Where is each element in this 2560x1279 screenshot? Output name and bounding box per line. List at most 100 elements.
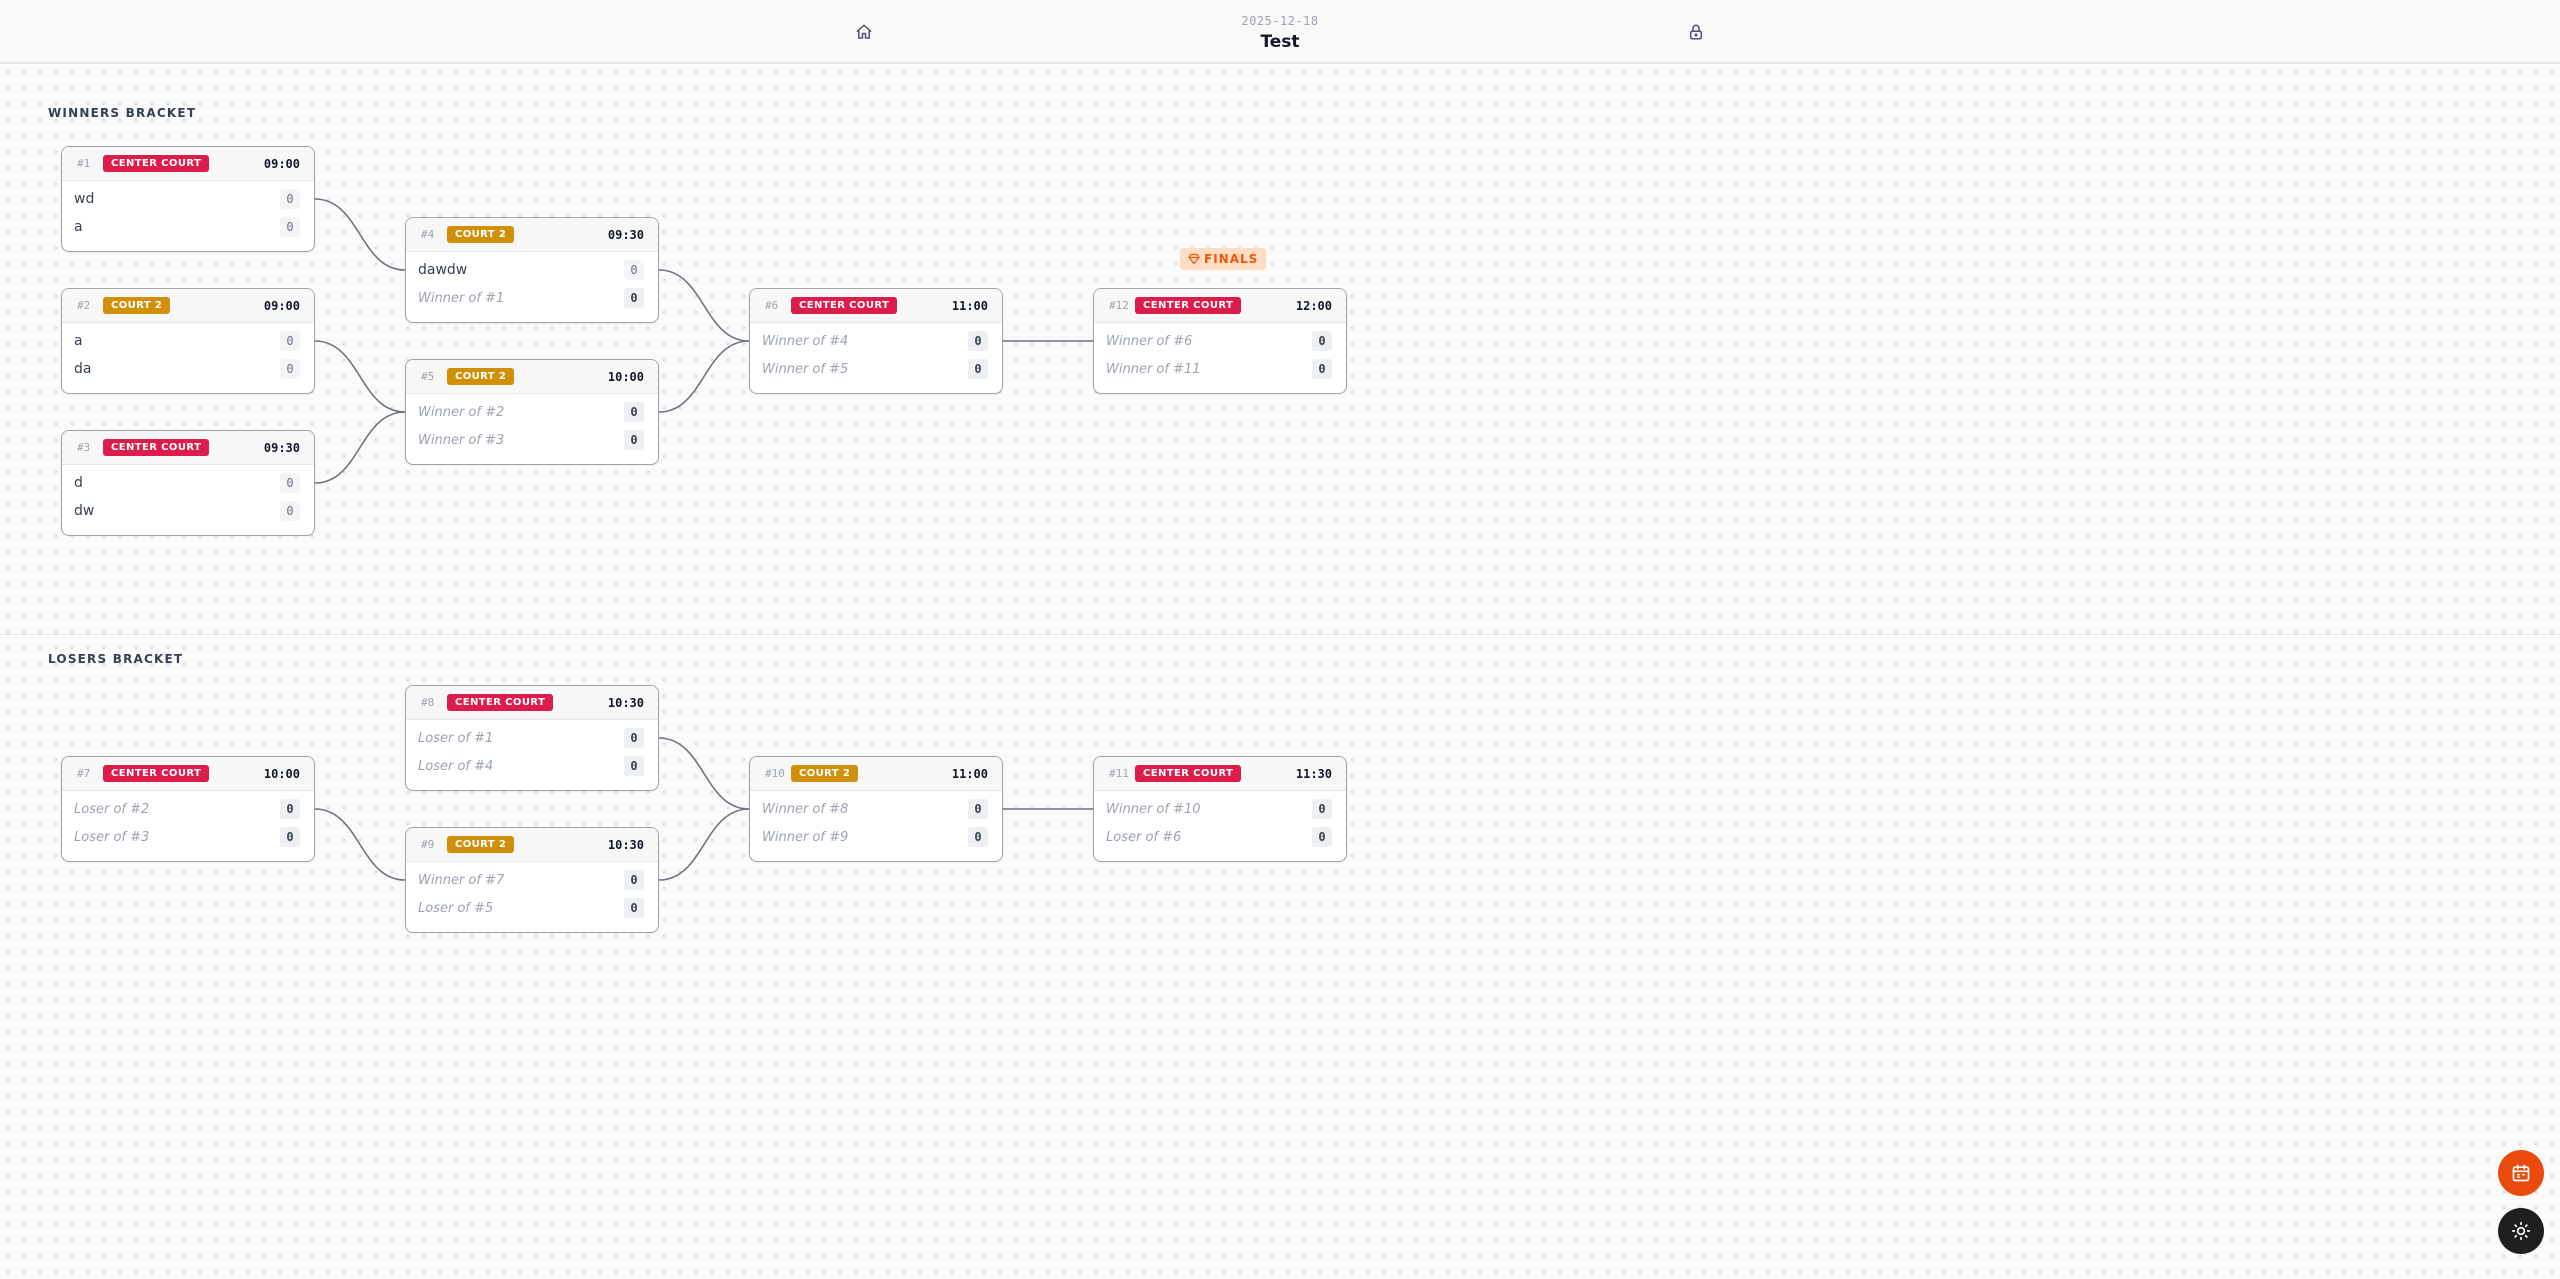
player-row[interactable]: Loser of #5 0 xyxy=(406,894,658,922)
player-row[interactable]: Loser of #4 0 xyxy=(406,752,658,780)
home-button[interactable] xyxy=(852,20,876,44)
player-placeholder: Loser of #4 xyxy=(418,758,494,774)
score-box[interactable]: 0 xyxy=(968,359,988,379)
score-box[interactable]: 0 xyxy=(1312,359,1332,379)
match-card-6[interactable]: #6 CENTER COURT 11:00 Winner of #4 0 Win… xyxy=(749,288,1003,394)
player-name: wd xyxy=(74,191,95,207)
calendar-icon xyxy=(2512,1164,2530,1182)
match-time: 10:00 xyxy=(607,369,644,384)
match-number: #8 xyxy=(421,696,435,709)
score-box[interactable]: 0 xyxy=(1312,799,1332,819)
score-box[interactable]: 0 xyxy=(280,189,300,209)
connector-m1-m4 xyxy=(314,198,406,271)
player-row[interactable]: Loser of #2 0 xyxy=(62,795,314,823)
match-card-8[interactable]: #8 CENTER COURT 10:30 Loser of #1 0 Lose… xyxy=(405,685,659,791)
match-header: #12 CENTER COURT 12:00 xyxy=(1094,289,1346,323)
player-row[interactable]: a 0 xyxy=(62,327,314,355)
score-box[interactable]: 0 xyxy=(624,898,644,918)
player-row[interactable]: Winner of #8 0 xyxy=(750,795,1002,823)
match-card-2[interactable]: #2 COURT 2 09:00 a 0 da 0 xyxy=(61,288,315,394)
player-row[interactable]: Winner of #4 0 xyxy=(750,327,1002,355)
match-number: #4 xyxy=(421,228,435,241)
score-box[interactable]: 0 xyxy=(624,430,644,450)
player-row[interactable]: Winner of #2 0 xyxy=(406,398,658,426)
score-box[interactable]: 0 xyxy=(280,473,300,493)
player-name: da xyxy=(74,361,92,377)
score-box[interactable]: 0 xyxy=(280,799,300,819)
player-row[interactable]: a 0 xyxy=(62,213,314,241)
match-number: #9 xyxy=(421,838,435,851)
schedule-button[interactable] xyxy=(2498,1150,2544,1196)
player-row[interactable]: Winner of #7 0 xyxy=(406,866,658,894)
score-box[interactable]: 0 xyxy=(1312,827,1332,847)
player-placeholder: Winner of #3 xyxy=(418,432,505,448)
court-badge: COURT 2 xyxy=(447,226,515,243)
score-box[interactable]: 0 xyxy=(968,799,988,819)
score-box[interactable]: 0 xyxy=(280,217,300,237)
player-row[interactable]: dawdw 0 xyxy=(406,256,658,284)
match-number: #7 xyxy=(77,767,91,780)
player-row[interactable]: Winner of #11 0 xyxy=(1094,355,1346,383)
theme-toggle-button[interactable] xyxy=(2498,1208,2544,1254)
score-box[interactable]: 0 xyxy=(624,260,644,280)
score-box[interactable]: 0 xyxy=(624,728,644,748)
player-row[interactable]: Winner of #5 0 xyxy=(750,355,1002,383)
player-row[interactable]: dw 0 xyxy=(62,497,314,525)
player-row[interactable]: Winner of #6 0 xyxy=(1094,327,1346,355)
score-box[interactable]: 0 xyxy=(624,756,644,776)
score-box[interactable]: 0 xyxy=(280,827,300,847)
player-row[interactable]: Loser of #3 0 xyxy=(62,823,314,851)
match-card-4[interactable]: #4 COURT 2 09:30 dawdw 0 Winner of #1 0 xyxy=(405,217,659,323)
court-badge: COURT 2 xyxy=(447,368,515,385)
match-card-12[interactable]: #12 CENTER COURT 12:00 Winner of #6 0 Wi… xyxy=(1093,288,1347,394)
sun-icon xyxy=(2511,1221,2531,1241)
player-row[interactable]: Loser of #1 0 xyxy=(406,724,658,752)
match-header: #2 COURT 2 09:00 xyxy=(62,289,314,323)
connector-m4-m6 xyxy=(658,269,750,342)
player-placeholder: Loser of #1 xyxy=(418,730,494,746)
match-card-3[interactable]: #3 CENTER COURT 09:30 d 0 dw 0 xyxy=(61,430,315,536)
match-header: #3 CENTER COURT 09:30 xyxy=(62,431,314,465)
match-time: 11:00 xyxy=(951,766,988,781)
player-placeholder: Winner of #2 xyxy=(418,404,505,420)
player-row[interactable]: Loser of #6 0 xyxy=(1094,823,1346,851)
match-card-1[interactable]: #1 CENTER COURT 09:00 wd 0 a 0 xyxy=(61,146,315,252)
match-card-7[interactable]: #7 CENTER COURT 10:00 Loser of #2 0 Lose… xyxy=(61,756,315,862)
player-placeholder: Loser of #3 xyxy=(74,829,150,845)
match-time: 09:30 xyxy=(263,440,300,455)
connector-m5-m6 xyxy=(658,340,750,413)
match-card-11[interactable]: #11 CENTER COURT 11:30 Winner of #10 0 L… xyxy=(1093,756,1347,862)
score-box[interactable]: 0 xyxy=(968,827,988,847)
court-badge: CENTER COURT xyxy=(1135,765,1242,782)
score-box[interactable]: 0 xyxy=(280,331,300,351)
finals-label: FINALS xyxy=(1204,252,1259,266)
page-title-block: 2025-12-18 Test xyxy=(1180,14,1380,52)
score-box[interactable]: 0 xyxy=(280,359,300,379)
court-badge: CENTER COURT xyxy=(447,694,554,711)
player-placeholder: Winner of #8 xyxy=(762,801,849,817)
match-card-9[interactable]: #9 COURT 2 10:30 Winner of #7 0 Loser of… xyxy=(405,827,659,933)
score-box[interactable]: 0 xyxy=(968,331,988,351)
match-header: #6 CENTER COURT 11:00 xyxy=(750,289,1002,323)
match-card-10[interactable]: #10 COURT 2 11:00 Winner of #8 0 Winner … xyxy=(749,756,1003,862)
score-box[interactable]: 0 xyxy=(1312,331,1332,351)
score-box[interactable]: 0 xyxy=(624,402,644,422)
player-row[interactable]: wd 0 xyxy=(62,185,314,213)
match-card-5[interactable]: #5 COURT 2 10:00 Winner of #2 0 Winner o… xyxy=(405,359,659,465)
score-box[interactable]: 0 xyxy=(280,501,300,521)
match-header: #7 CENTER COURT 10:00 xyxy=(62,757,314,791)
player-row[interactable]: da 0 xyxy=(62,355,314,383)
score-box[interactable]: 0 xyxy=(624,288,644,308)
losers-bracket-title: LOSERS BRACKET xyxy=(48,652,184,666)
player-row[interactable]: d 0 xyxy=(62,469,314,497)
match-header: #11 CENTER COURT 11:30 xyxy=(1094,757,1346,791)
score-box[interactable]: 0 xyxy=(624,870,644,890)
player-row[interactable]: Winner of #1 0 xyxy=(406,284,658,312)
player-placeholder: Winner of #1 xyxy=(418,290,505,306)
lock-button[interactable] xyxy=(1684,20,1708,44)
player-row[interactable]: Winner of #9 0 xyxy=(750,823,1002,851)
player-row[interactable]: Winner of #10 0 xyxy=(1094,795,1346,823)
player-row[interactable]: Winner of #3 0 xyxy=(406,426,658,454)
top-bar: 2025-12-18 Test xyxy=(0,0,2560,64)
match-time: 09:00 xyxy=(263,298,300,313)
